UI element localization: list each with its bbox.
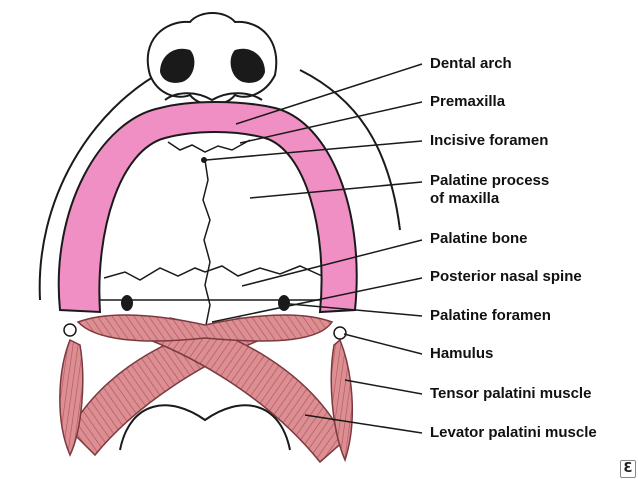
mouth-outline bbox=[119, 404, 291, 451]
nose bbox=[146, 12, 278, 106]
leader-levator-palatini bbox=[304, 414, 423, 434]
incisive-foramen-dot bbox=[201, 157, 207, 163]
right-palatine-foramen bbox=[278, 295, 290, 311]
right-hamulus bbox=[333, 326, 347, 340]
leader-lines bbox=[205, 63, 423, 434]
publisher-logo-icon: Ɛ bbox=[620, 460, 636, 478]
label-levator-palatini: Levator palatini muscle bbox=[430, 424, 597, 441]
label-incisive-foramen: Incisive foramen bbox=[430, 132, 549, 149]
leader-hamulus bbox=[343, 333, 423, 355]
leader-palatine-bone bbox=[241, 239, 423, 287]
face-outline bbox=[38, 69, 401, 301]
leader-premaxilla bbox=[239, 101, 423, 144]
label-palatine-foramen: Palatine foramen bbox=[430, 307, 551, 324]
label-palatine-process-line2: of maxilla bbox=[430, 190, 500, 207]
label-hamulus: Hamulus bbox=[430, 345, 494, 362]
label-palatine-process-line1: Palatine process bbox=[430, 172, 550, 189]
label-tensor-palatini: Tensor palatini muscle bbox=[430, 385, 592, 402]
label-palatine-bone: Palatine bone bbox=[430, 230, 528, 247]
left-palatine-foramen bbox=[121, 295, 133, 311]
leader-dental-arch bbox=[235, 63, 423, 125]
tensor-muscle-left bbox=[59, 338, 84, 457]
leader-palatine-foramen bbox=[289, 303, 423, 317]
aponeurosis bbox=[76, 314, 334, 342]
leader-palatine-process bbox=[249, 181, 423, 199]
label-dental-arch: Dental arch bbox=[430, 55, 512, 72]
label-premaxilla: Premaxilla bbox=[430, 93, 506, 110]
left-nostril bbox=[160, 48, 195, 83]
label-posterior-nasal-spine: Posterior nasal spine bbox=[430, 268, 582, 285]
leader-tensor-palatini bbox=[344, 379, 423, 395]
right-nostril bbox=[230, 48, 265, 83]
upper-lip bbox=[164, 92, 263, 102]
left-hamulus bbox=[63, 323, 77, 337]
sutures bbox=[103, 139, 323, 326]
leader-incisive-foramen bbox=[205, 140, 423, 161]
tensor-muscle-right bbox=[330, 338, 354, 463]
leader-posterior-nasal-spine bbox=[211, 277, 423, 323]
